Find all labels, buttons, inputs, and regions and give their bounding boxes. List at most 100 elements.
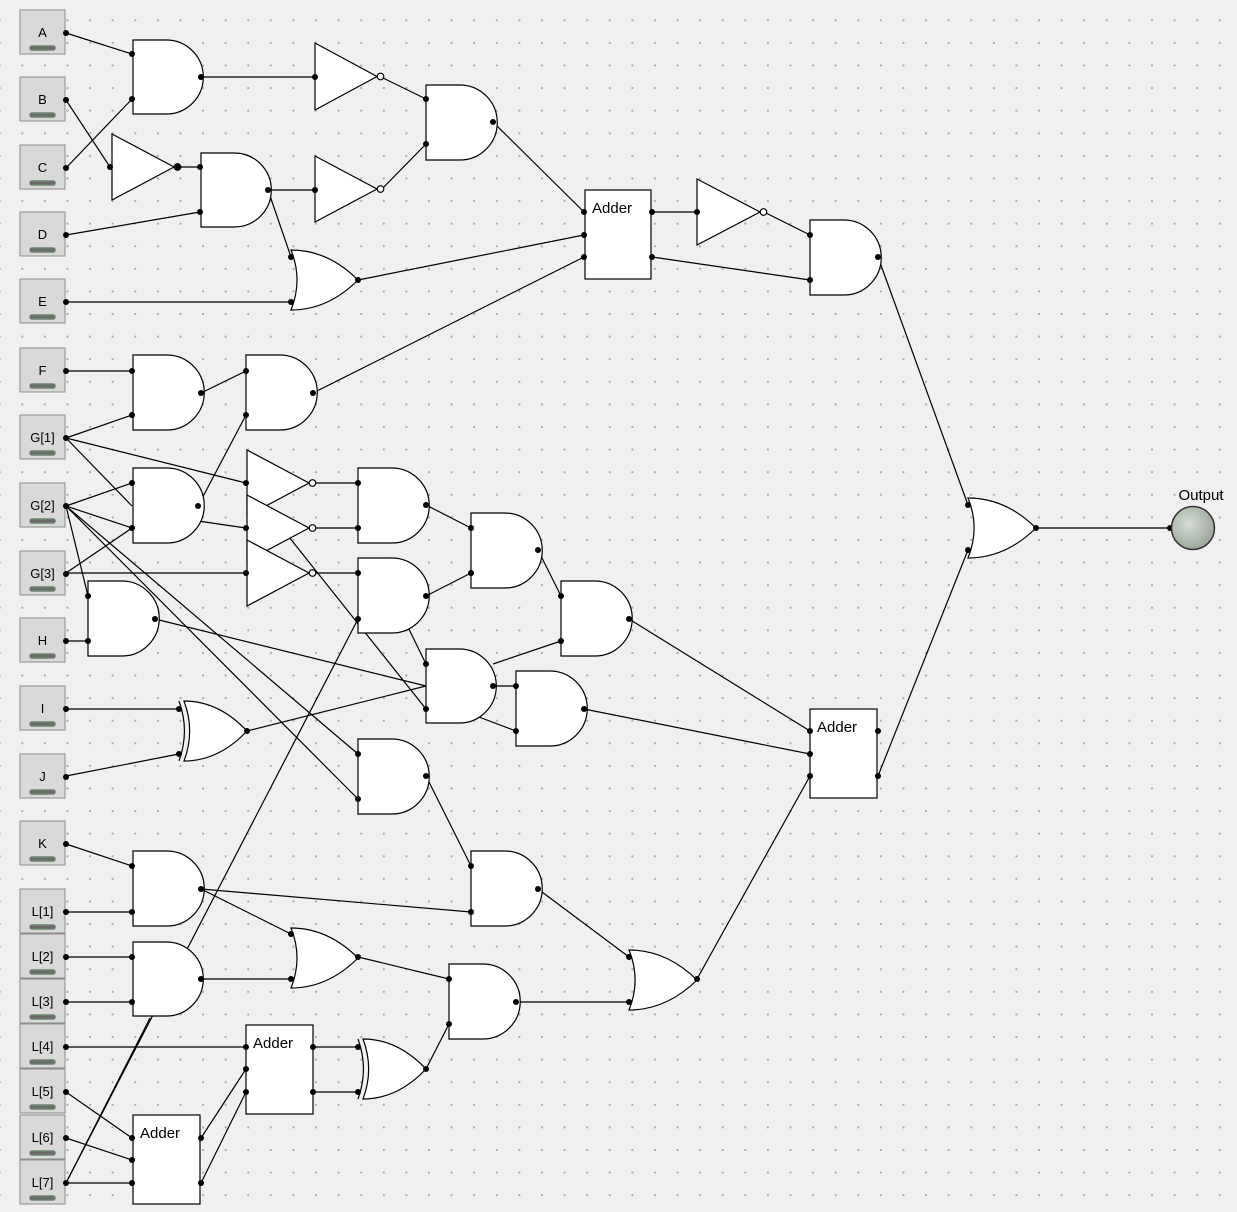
adder-block[interactable] xyxy=(132,1114,201,1205)
input-toggle[interactable] xyxy=(29,856,56,862)
input-toggle[interactable] xyxy=(29,112,56,118)
input-g1[interactable]: G[1] xyxy=(19,414,66,460)
or-gate[interactable] xyxy=(290,927,359,989)
and-gate[interactable] xyxy=(357,467,430,544)
not-gate[interactable] xyxy=(314,41,379,112)
xor-gate[interactable] xyxy=(362,1038,427,1100)
input-toggle[interactable] xyxy=(29,1059,56,1065)
input-f[interactable]: F xyxy=(19,347,66,393)
pin-dot xyxy=(63,954,69,960)
input-toggle[interactable] xyxy=(29,586,56,592)
adder-block[interactable] xyxy=(584,189,652,280)
input-label: L[5] xyxy=(32,1084,54,1099)
wire xyxy=(65,505,89,597)
not-gate[interactable] xyxy=(111,133,176,201)
or-gate[interactable] xyxy=(290,249,359,311)
pin-dot xyxy=(355,1089,361,1095)
or-gate[interactable] xyxy=(628,949,698,1011)
input-toggle[interactable] xyxy=(29,383,56,389)
input-a[interactable]: A xyxy=(19,9,66,55)
pin-dot xyxy=(807,728,813,734)
and-gate[interactable] xyxy=(132,850,205,927)
input-g3[interactable]: G[3] xyxy=(19,550,66,596)
pin-dot xyxy=(243,412,249,418)
input-toggle[interactable] xyxy=(29,1104,56,1110)
not-gate[interactable] xyxy=(696,178,762,246)
and-gate[interactable] xyxy=(470,850,543,927)
and-gate[interactable] xyxy=(132,39,204,115)
input-toggle[interactable] xyxy=(29,518,56,524)
input-l6[interactable]: L[6] xyxy=(19,1114,66,1160)
and-gate[interactable] xyxy=(132,941,204,1017)
and-gate[interactable] xyxy=(515,670,588,747)
pin-dot xyxy=(63,1089,69,1095)
input-l7[interactable]: L[7] xyxy=(19,1159,66,1205)
adder-label: Adder xyxy=(253,1035,293,1052)
input-toggle[interactable] xyxy=(29,721,56,727)
and-gate[interactable] xyxy=(425,84,498,161)
pin-dot xyxy=(129,999,135,1005)
input-toggle[interactable] xyxy=(29,1195,56,1201)
input-i[interactable]: I xyxy=(19,685,66,731)
and-gate[interactable] xyxy=(357,738,430,815)
wire xyxy=(200,888,292,935)
input-toggle[interactable] xyxy=(29,314,56,320)
input-d[interactable]: D xyxy=(19,211,66,257)
and-gate[interactable] xyxy=(470,512,543,589)
input-g2[interactable]: G[2] xyxy=(19,482,66,528)
and-gate[interactable] xyxy=(809,219,882,296)
input-box[interactable] xyxy=(19,414,66,460)
adder-block[interactable] xyxy=(245,1024,314,1115)
input-b[interactable]: B xyxy=(19,76,66,122)
pin-dot xyxy=(423,593,429,599)
pin-dot xyxy=(63,841,69,847)
pin-dot xyxy=(807,751,813,757)
and-gate[interactable] xyxy=(132,467,205,544)
wire xyxy=(537,888,630,958)
wire xyxy=(200,370,247,394)
not-gate[interactable] xyxy=(314,155,379,223)
wire xyxy=(877,549,969,777)
input-c[interactable]: C xyxy=(19,144,66,190)
input-l3[interactable]: L[3] xyxy=(19,978,66,1024)
pin-dot xyxy=(423,661,429,667)
input-j[interactable]: J xyxy=(19,753,66,799)
input-toggle[interactable] xyxy=(29,924,56,930)
input-l5[interactable]: L[5] xyxy=(19,1068,66,1114)
pin-dot xyxy=(63,638,69,644)
input-toggle[interactable] xyxy=(29,180,56,186)
output-node[interactable]: Output xyxy=(1170,487,1225,551)
input-l4[interactable]: L[4] xyxy=(19,1023,66,1069)
input-toggle[interactable] xyxy=(29,789,56,795)
input-k[interactable]: K xyxy=(19,820,66,866)
adder-label: Adder xyxy=(140,1125,180,1142)
pins xyxy=(63,30,1173,1186)
pin-dot xyxy=(535,886,541,892)
xor-gate[interactable] xyxy=(183,700,248,762)
input-toggle[interactable] xyxy=(29,653,56,659)
or-gate[interactable] xyxy=(967,497,1037,559)
input-toggle[interactable] xyxy=(29,1150,56,1156)
and-gate[interactable] xyxy=(560,580,633,657)
wire xyxy=(65,843,133,867)
and-gate[interactable] xyxy=(357,557,430,634)
wire xyxy=(425,775,472,867)
input-h[interactable]: H xyxy=(19,617,66,663)
input-e[interactable]: E xyxy=(19,278,66,324)
and-gate[interactable] xyxy=(425,648,497,724)
pin-dot xyxy=(63,165,69,171)
input-l2[interactable]: L[2] xyxy=(19,933,66,979)
pin-dot xyxy=(355,1044,361,1050)
and-gate[interactable] xyxy=(245,354,318,431)
input-toggle[interactable] xyxy=(29,247,56,253)
input-toggle[interactable] xyxy=(29,969,56,975)
pin-dot xyxy=(355,570,361,576)
input-toggle[interactable] xyxy=(29,1014,56,1020)
input-toggle[interactable] xyxy=(29,450,56,456)
and-gate[interactable] xyxy=(448,963,521,1040)
input-toggle[interactable] xyxy=(29,45,56,51)
and-gate[interactable] xyxy=(87,580,160,657)
and-gate[interactable] xyxy=(132,354,205,431)
input-l1[interactable]: L[1] xyxy=(19,888,66,934)
and-gate[interactable] xyxy=(200,152,272,228)
